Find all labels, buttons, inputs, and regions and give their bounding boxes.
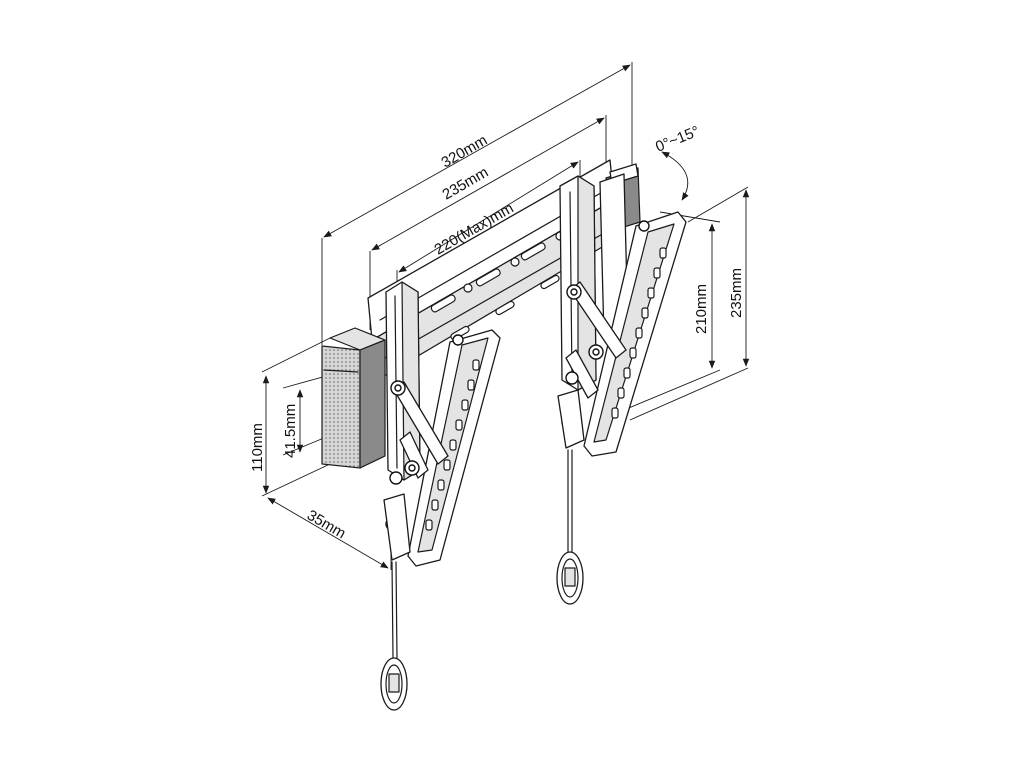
label-tilt: 0°~15° — [653, 123, 702, 156]
dimension-arrows — [262, 64, 750, 569]
dimension-labels: 320mm 235mm 220(Max)mm 0°~15° 210mm 235m… — [249, 123, 745, 543]
label-height-210: 210mm — [693, 284, 710, 334]
label-height-41: 41.5mm — [282, 404, 299, 458]
dim-arrow-35 — [267, 497, 389, 569]
left-arm-slots — [425, 359, 480, 531]
right-tv-arm — [557, 173, 687, 457]
wall-spacer — [321, 327, 386, 469]
dim-arrow-220 — [398, 161, 579, 273]
label-height-235: 235mm — [728, 268, 745, 318]
pull-cords — [380, 449, 584, 711]
tilt-arc-arrow — [661, 151, 689, 201]
left-tv-arm — [383, 281, 501, 567]
label-height-110: 110mm — [249, 423, 266, 472]
left-cord — [391, 561, 394, 659]
label-depth: 35mm — [304, 507, 349, 543]
right-arm-slots — [611, 247, 667, 419]
